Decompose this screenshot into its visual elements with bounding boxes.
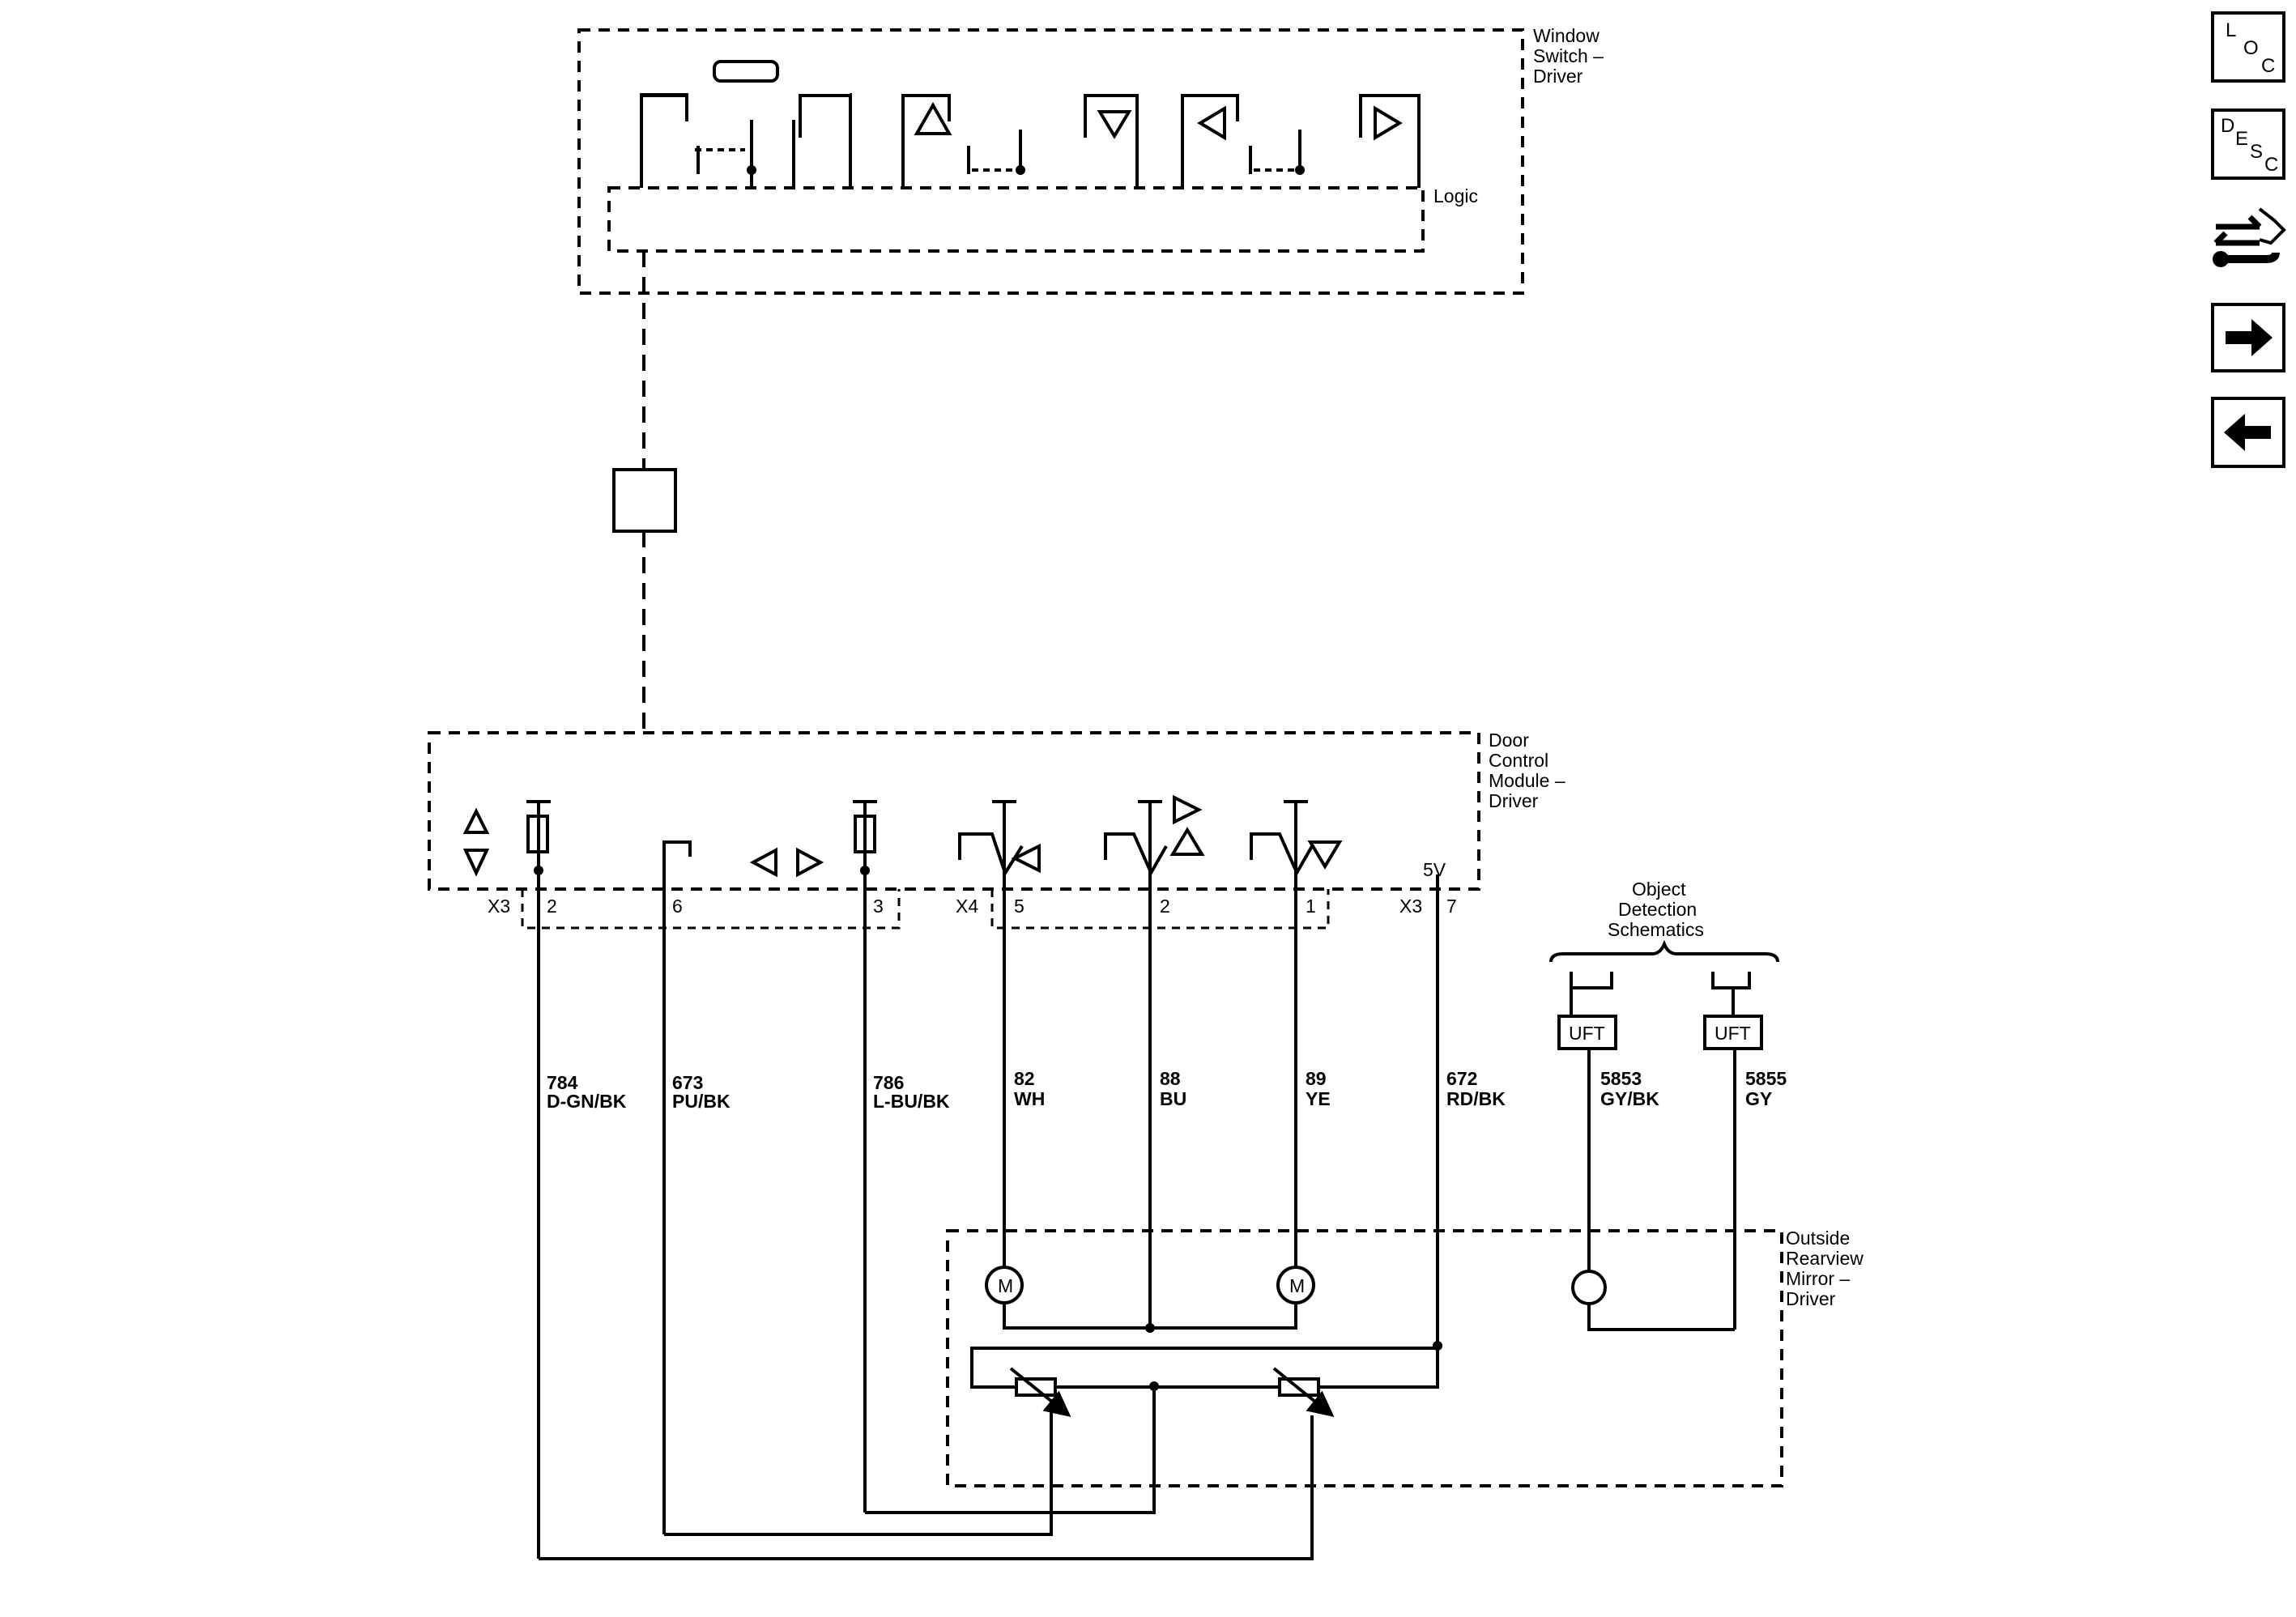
wire-circuit: 5855 <box>1745 1068 1787 1089</box>
serial-data-icon <box>612 468 677 533</box>
pin-label: 7 <box>1446 896 1457 917</box>
wire-circuit: 673 <box>672 1072 703 1093</box>
wire-color: BU <box>1160 1088 1186 1109</box>
door-module-label-4: Driver <box>1489 790 1539 811</box>
loc-letter-c: C <box>2261 55 2276 77</box>
pin-label: 1 <box>1306 896 1316 917</box>
mirror-box <box>946 1229 1783 1487</box>
wire-color: RD/BK <box>1446 1088 1506 1109</box>
pin-label: 3 <box>873 896 884 917</box>
arrow-left-icon <box>2224 414 2271 451</box>
wire-color: GY <box>1745 1088 1772 1109</box>
object-detection-label-1: Object <box>1632 879 1686 900</box>
uft-label-2: UFT <box>1715 1023 1751 1044</box>
logic-label: Logic <box>1433 185 1478 206</box>
wire-color: GY/BK <box>1600 1088 1659 1109</box>
logic-box <box>607 186 1425 253</box>
desc-button[interactable]: D E S C <box>2211 109 2285 180</box>
desc-letter-c: C <box>2264 154 2279 176</box>
object-detection-label-2: Detection <box>1618 899 1697 920</box>
slide-switch-icon <box>713 60 779 83</box>
window-switch-box <box>577 28 1524 295</box>
mirror-label-4: Driver <box>1786 1288 1836 1309</box>
door-module-label-3: Module – <box>1489 770 1565 791</box>
previous-button[interactable] <box>2211 397 2285 468</box>
pin-label: 5 <box>1014 896 1024 917</box>
arrow-right-icon <box>2226 319 2273 356</box>
wrench-arrows-icon[interactable] <box>2209 198 2287 275</box>
door-module-label-2: Control <box>1489 750 1548 771</box>
motor-1-label: M <box>998 1275 1013 1296</box>
desc-letter-e: E <box>2235 128 2249 150</box>
uft-label-1: UFT <box>1569 1023 1605 1044</box>
next-button[interactable] <box>2211 303 2285 372</box>
loc-letter-o: O <box>2243 37 2259 59</box>
connector-x4: X4 <box>956 896 978 917</box>
wire-color: PU/BK <box>672 1091 731 1112</box>
wire-circuit: 82 <box>1014 1068 1035 1089</box>
wire-color: D-GN/BK <box>547 1091 627 1112</box>
door-module-box <box>428 731 1480 891</box>
loc-letter-l: L <box>2226 19 2237 41</box>
window-switch-label-2: Switch – <box>1533 45 1604 66</box>
wire-circuit: 88 <box>1160 1068 1181 1089</box>
pin-label: 2 <box>1160 896 1170 917</box>
pin-label: 6 <box>672 896 683 917</box>
wire-circuit: 786 <box>873 1072 904 1093</box>
connector-x3-left: X3 <box>488 896 510 917</box>
mirror-label-3: Mirror – <box>1786 1268 1850 1289</box>
mirror-label-2: Rearview <box>1786 1248 1864 1269</box>
wire-circuit: 784 <box>547 1072 578 1093</box>
window-switch-label-3: Driver <box>1533 66 1583 87</box>
wire-color: L-BU/BK <box>873 1091 950 1112</box>
wire-color: WH <box>1014 1088 1045 1109</box>
pin-label: 2 <box>547 896 557 917</box>
loc-button[interactable]: L O C <box>2211 11 2285 83</box>
wire-circuit: 5853 <box>1600 1068 1642 1089</box>
connector-x3-right: X3 <box>1399 896 1422 917</box>
desc-letter-s: S <box>2250 141 2264 163</box>
window-switch-label-1: Window <box>1533 25 1600 46</box>
wire-color: YE <box>1306 1088 1331 1109</box>
object-detection-label-3: Schematics <box>1608 919 1704 940</box>
motor-2-label: M <box>1289 1275 1305 1296</box>
door-module-label-1: Door <box>1489 730 1529 751</box>
five-volt-label: 5V <box>1423 859 1446 880</box>
wire-circuit: 672 <box>1446 1068 1477 1089</box>
mirror-label-1: Outside <box>1786 1228 1850 1249</box>
wire-circuit: 89 <box>1306 1068 1327 1089</box>
desc-letter-d: D <box>2221 115 2235 137</box>
